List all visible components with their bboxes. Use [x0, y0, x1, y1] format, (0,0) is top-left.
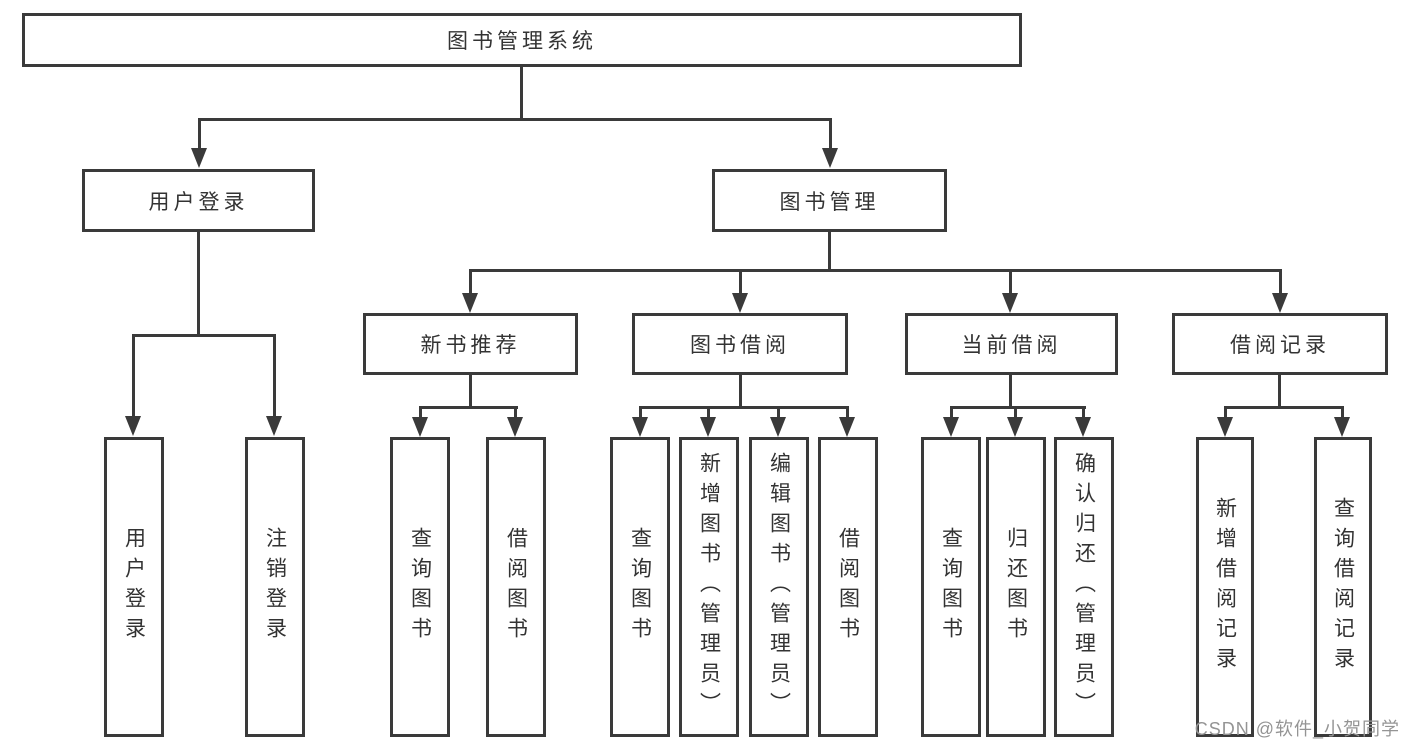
connector-line: [950, 406, 1086, 409]
arrow-down-icon: [412, 417, 428, 437]
leaf-logout: 注销登录: [245, 437, 305, 737]
connector-line: [469, 375, 472, 408]
arrow-down-icon: [732, 293, 748, 313]
connector-line: [639, 406, 849, 409]
connector-line: [828, 232, 831, 271]
node-book-management: 图书管理: [712, 169, 947, 232]
leaf-query-borrow-record-label: 查询借阅记录: [1331, 497, 1355, 677]
leaf-confirm-return-admin-label: 确认归还（管理员）: [1072, 452, 1096, 722]
connector-line: [419, 406, 518, 409]
connector-line: [198, 118, 201, 151]
leaf-add-books-admin-label: 新增图书（管理员）: [697, 452, 721, 722]
node-new-book-recommend: 新书推荐: [363, 313, 578, 375]
arrow-down-icon: [191, 148, 207, 168]
node-borrow-records-label: 借阅记录: [1230, 334, 1330, 357]
arrow-down-icon: [632, 417, 648, 437]
connector-line: [846, 406, 849, 420]
connector-line: [739, 269, 742, 297]
connector-line: [829, 118, 832, 151]
arrow-down-icon: [1007, 417, 1023, 437]
leaf-recommend-query-books: 查询图书: [390, 437, 450, 737]
leaf-current-query-books: 查询图书: [921, 437, 981, 737]
leaf-user-login: 用户登录: [104, 437, 164, 737]
leaf-borrow-query-books: 查询图书: [610, 437, 670, 737]
arrow-down-icon: [700, 417, 716, 437]
node-new-book-recommend-label: 新书推荐: [420, 334, 521, 357]
leaf-edit-books-admin-label: 编辑图书（管理员）: [767, 452, 791, 722]
leaf-current-query-books-label: 查询图书: [939, 527, 963, 647]
arrow-down-icon: [462, 293, 478, 313]
csdn-watermark: CSDN @软件_小贺同学: [1194, 719, 1400, 739]
connector-line: [1009, 269, 1012, 297]
arrow-down-icon: [507, 417, 523, 437]
leaf-add-borrow-record-label: 新增借阅记录: [1213, 497, 1237, 677]
arrow-down-icon: [1272, 293, 1288, 313]
connector-line: [1224, 406, 1344, 409]
node-book-borrow: 图书借阅: [632, 313, 848, 375]
leaf-borrow-books-label: 借阅图书: [836, 527, 860, 647]
arrow-down-icon: [822, 148, 838, 168]
arrow-down-icon: [266, 416, 282, 436]
connector-line: [1014, 406, 1017, 420]
leaf-logout-label: 注销登录: [263, 527, 287, 647]
node-book-borrow-label: 图书借阅: [690, 334, 790, 357]
connector-line: [1341, 406, 1344, 420]
arrow-down-icon: [1334, 417, 1350, 437]
leaf-borrow-query-books-label: 查询图书: [628, 527, 652, 647]
arrow-down-icon: [1217, 417, 1233, 437]
leaf-recommend-borrow-books: 借阅图书: [486, 437, 546, 737]
arrow-down-icon: [125, 416, 141, 436]
leaf-recommend-query-books-label: 查询图书: [408, 527, 432, 647]
leaf-return-books: 归还图书: [986, 437, 1046, 737]
connector-line: [707, 406, 710, 420]
connector-line: [514, 406, 517, 420]
leaf-confirm-return-admin: 确认归还（管理员）: [1054, 437, 1114, 737]
node-root-label: 图书管理系统: [447, 30, 597, 53]
leaf-return-books-label: 归还图书: [1004, 527, 1028, 647]
connector-line: [198, 118, 832, 121]
arrow-down-icon: [1075, 417, 1091, 437]
node-root: 图书管理系统: [22, 13, 1022, 67]
leaf-edit-books-admin: 编辑图书（管理员）: [749, 437, 809, 737]
leaf-add-borrow-record: 新增借阅记录: [1196, 437, 1254, 737]
node-book-management-label: 图书管理: [779, 190, 880, 214]
connector-line: [419, 406, 422, 420]
connector-line: [132, 334, 276, 337]
arrow-down-icon: [1002, 293, 1018, 313]
node-borrow-records: 借阅记录: [1172, 313, 1388, 375]
connector-line: [1082, 406, 1085, 420]
connector-line: [1278, 375, 1281, 408]
connector-line: [739, 375, 742, 408]
node-current-borrow-label: 当前借阅: [961, 334, 1062, 357]
leaf-query-borrow-record: 查询借阅记录: [1314, 437, 1372, 737]
connector-line: [469, 269, 1282, 272]
connector-line: [197, 232, 200, 336]
arrow-down-icon: [943, 417, 959, 437]
connector-line: [950, 406, 953, 420]
connector-line: [1224, 406, 1227, 420]
connector-line: [469, 269, 472, 297]
node-current-borrow: 当前借阅: [905, 313, 1118, 375]
leaf-add-books-admin: 新增图书（管理员）: [679, 437, 739, 737]
connector-line: [273, 334, 276, 418]
leaf-recommend-borrow-books-label: 借阅图书: [504, 527, 528, 647]
connector-line: [1009, 375, 1012, 408]
arrow-down-icon: [770, 417, 786, 437]
connector-line: [639, 406, 642, 420]
connector-line: [132, 334, 135, 418]
connector-line: [777, 406, 780, 420]
node-user-login: 用户登录: [82, 169, 315, 232]
node-user-login-label: 用户登录: [148, 190, 249, 214]
connector-line: [1279, 269, 1282, 297]
arrow-down-icon: [839, 417, 855, 437]
leaf-user-login-label: 用户登录: [122, 527, 146, 647]
leaf-borrow-books: 借阅图书: [818, 437, 878, 737]
connector-line: [520, 67, 523, 121]
